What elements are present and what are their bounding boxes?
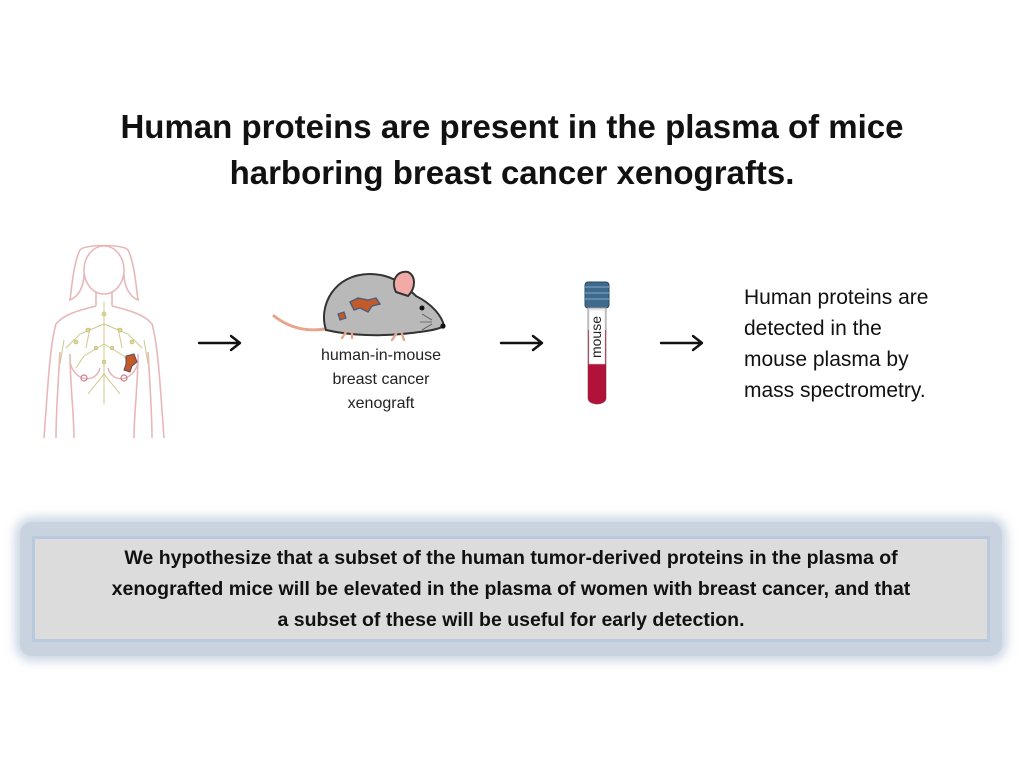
hypothesis-text: We hypothesize that a subset of the huma… xyxy=(41,543,981,636)
tumor-icon xyxy=(123,353,138,373)
mouse-nose xyxy=(440,323,446,329)
xenograft-tumor-icon xyxy=(349,297,382,313)
mouse-body xyxy=(323,272,446,337)
mouse-tail xyxy=(272,314,332,332)
body-outline xyxy=(43,244,165,439)
result-description: Human proteins are detected in the mouse… xyxy=(744,282,984,406)
tube-cap xyxy=(584,281,610,309)
mouse-ear xyxy=(392,270,415,298)
slide-title: Human proteins are present in the plasma… xyxy=(60,104,964,196)
hypothesis-box: We hypothesize that a subset of the huma… xyxy=(32,536,990,642)
result-line-4: mass spectrometry. xyxy=(744,379,926,402)
arrow-right-icon xyxy=(197,334,242,352)
hypothesis-line-3: a subset of these will be useful for ear… xyxy=(277,608,745,631)
arrow-right-icon xyxy=(659,334,704,352)
result-line-2: detected in the xyxy=(744,317,882,340)
xenograft-tumor-small-icon xyxy=(337,311,347,321)
title-line-1: Human proteins are present in the plasma… xyxy=(120,108,904,145)
arrow-right-icon xyxy=(499,334,544,352)
lymph-vessels xyxy=(59,302,149,404)
mouse-caption: human-in-mouse breast cancer xenograft xyxy=(292,344,470,416)
tube-label: mouse xyxy=(588,316,604,358)
hypothesis-line-2: xenografted mice will be elevated in the… xyxy=(111,577,911,600)
result-line-3: mouse plasma by xyxy=(744,348,909,371)
human-figure-illustration xyxy=(43,244,165,439)
mouse-illustration xyxy=(272,270,446,342)
result-line-1: Human proteins are xyxy=(744,286,929,309)
mouse-caption-line-2: breast cancer xyxy=(332,371,430,388)
lymph-nodes xyxy=(73,311,135,365)
nipples xyxy=(80,374,128,382)
mouse-caption-line-1: human-in-mouse xyxy=(320,347,442,364)
hypothesis-line-1: We hypothesize that a subset of the huma… xyxy=(124,546,898,569)
tube-label-background xyxy=(588,309,606,365)
mouse-caption-line-3: xenograft xyxy=(347,395,415,412)
mouse-eye xyxy=(419,305,425,311)
blood-tube-illustration: mouse xyxy=(584,281,610,405)
title-line-2: harboring breast cancer xenografts. xyxy=(229,154,795,191)
